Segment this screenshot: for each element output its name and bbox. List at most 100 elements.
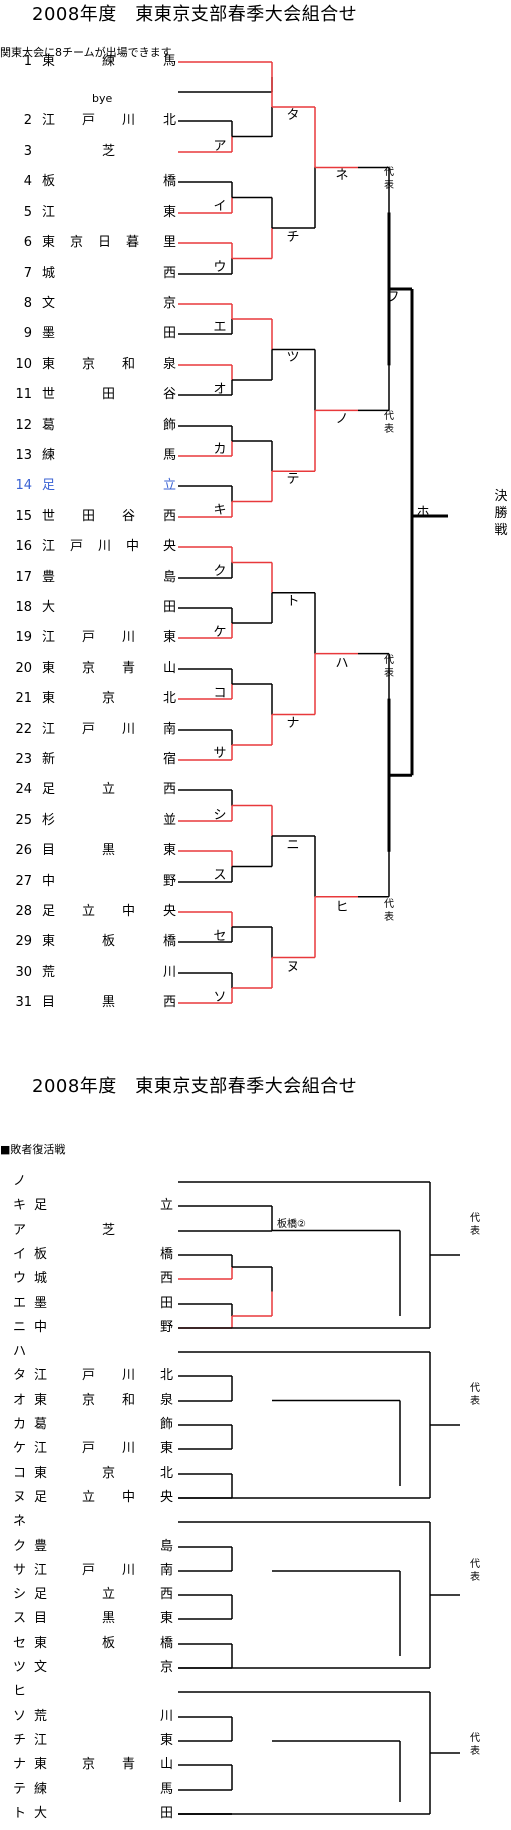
repechage-row: ウ城西 (0, 1269, 175, 1289)
match-label: ト (286, 594, 300, 609)
match-label: エ (213, 320, 227, 335)
team-name-char: 中 (42, 874, 56, 889)
team-number: 20 (15, 661, 32, 676)
team-name-end: 北 (160, 1368, 174, 1383)
team-number: 9 (23, 326, 32, 341)
match-label: ノ (335, 412, 349, 427)
team-name-end: 里 (163, 235, 177, 250)
repechage-row: ト大田 (0, 1804, 175, 1824)
team-name-end: 飾 (163, 418, 177, 433)
representative-label: 代表 (470, 1383, 480, 1407)
team-name-char: 世 (42, 509, 56, 524)
team-name-char: 東 (34, 1636, 48, 1651)
team-name-char: 大 (34, 1806, 48, 1821)
team-number: 19 (15, 630, 32, 645)
team-name-end: 西 (160, 1271, 174, 1286)
team-name-char: 板 (42, 174, 56, 189)
match-kana: エ (13, 1296, 27, 1311)
team-name-end: 田 (163, 600, 177, 615)
team-name-end: 谷 (163, 387, 177, 402)
match-kana: イ (13, 1247, 27, 1262)
team-name-char: 江 (34, 1441, 48, 1456)
team-name-char: 城 (34, 1271, 48, 1286)
team-name-char: 東 (42, 934, 56, 949)
team-name-end: 橋 (163, 934, 177, 949)
repechage-row: ツ文京 (0, 1658, 175, 1678)
team-name-char: 江 (34, 1563, 48, 1578)
team-name-char: 立 (82, 1490, 96, 1505)
match-kana: ス (13, 1611, 27, 1626)
team-name-char: 川 (122, 113, 136, 128)
team-name-end: 橋 (163, 174, 177, 189)
repechage-row: ヒ (0, 1682, 175, 1702)
team-name-char: 江 (34, 1368, 48, 1383)
team-name-end: 馬 (163, 54, 177, 69)
repechage-row: ノ (0, 1172, 175, 1192)
team-number: 27 (15, 874, 32, 889)
team-name-char: 戸 (82, 630, 96, 645)
team-name-end: 川 (160, 1709, 174, 1724)
team-name-end: 馬 (160, 1782, 174, 1797)
team-name-char: 東 (42, 54, 56, 69)
team-name-char: 戸 (82, 1441, 96, 1456)
team-name-char: 文 (34, 1660, 48, 1675)
repechage-row: ス目黒東 (0, 1609, 175, 1629)
match-kana: タ (13, 1368, 27, 1383)
match-label: タ (286, 108, 300, 123)
team-name-char: 葛 (34, 1417, 48, 1432)
match-label: ハ (335, 656, 349, 671)
repechage-row: ハ (0, 1342, 175, 1362)
team-number: 28 (15, 904, 32, 919)
match-label: チ (286, 230, 300, 245)
team-name-char: 大 (42, 600, 56, 615)
team-name-char: 足 (42, 478, 56, 493)
team-name-char: 京 (82, 661, 96, 676)
team-name-char: 川 (122, 722, 136, 737)
match-label: キ (213, 503, 227, 518)
team-name-char: 中 (122, 904, 136, 919)
representative-label: 代表 (470, 1213, 480, 1237)
team-number: 8 (23, 296, 32, 311)
repechage-row: タ江戸川北 (0, 1366, 175, 1386)
team-name-end: 田 (160, 1296, 174, 1311)
team-name-end: 泉 (163, 357, 177, 372)
match-label: テ (286, 472, 300, 487)
match-kana: シ (13, 1587, 27, 1602)
team-name-end: 田 (163, 326, 177, 341)
team-name-end: 央 (160, 1490, 174, 1505)
team-name-char: 目 (42, 995, 56, 1010)
team-name-char: 戸 (82, 722, 96, 737)
match-kana: ネ (13, 1514, 27, 1529)
team-name-char: 中 (126, 539, 140, 554)
team-number: 11 (15, 387, 32, 402)
team-number: 14 (15, 478, 32, 493)
team-name-char: 足 (34, 1587, 48, 1602)
team-name-end: 立 (163, 478, 177, 493)
team-number: 16 (15, 539, 32, 554)
match-kana: セ (13, 1636, 27, 1651)
team-name-end: 宿 (163, 752, 177, 767)
team-name-char: 立 (102, 782, 116, 797)
team-name-end: 北 (163, 113, 177, 128)
repechage-row: シ足立西 (0, 1585, 175, 1605)
team-name-char: 京 (82, 357, 96, 372)
team-name-char: 田 (82, 509, 96, 524)
team-name-char: 京 (102, 1466, 116, 1481)
repechage-row: ネ (0, 1512, 175, 1532)
team-name-end: 島 (160, 1539, 174, 1554)
team-name-char: 東 (42, 357, 56, 372)
team-name-char: 荒 (34, 1709, 48, 1724)
